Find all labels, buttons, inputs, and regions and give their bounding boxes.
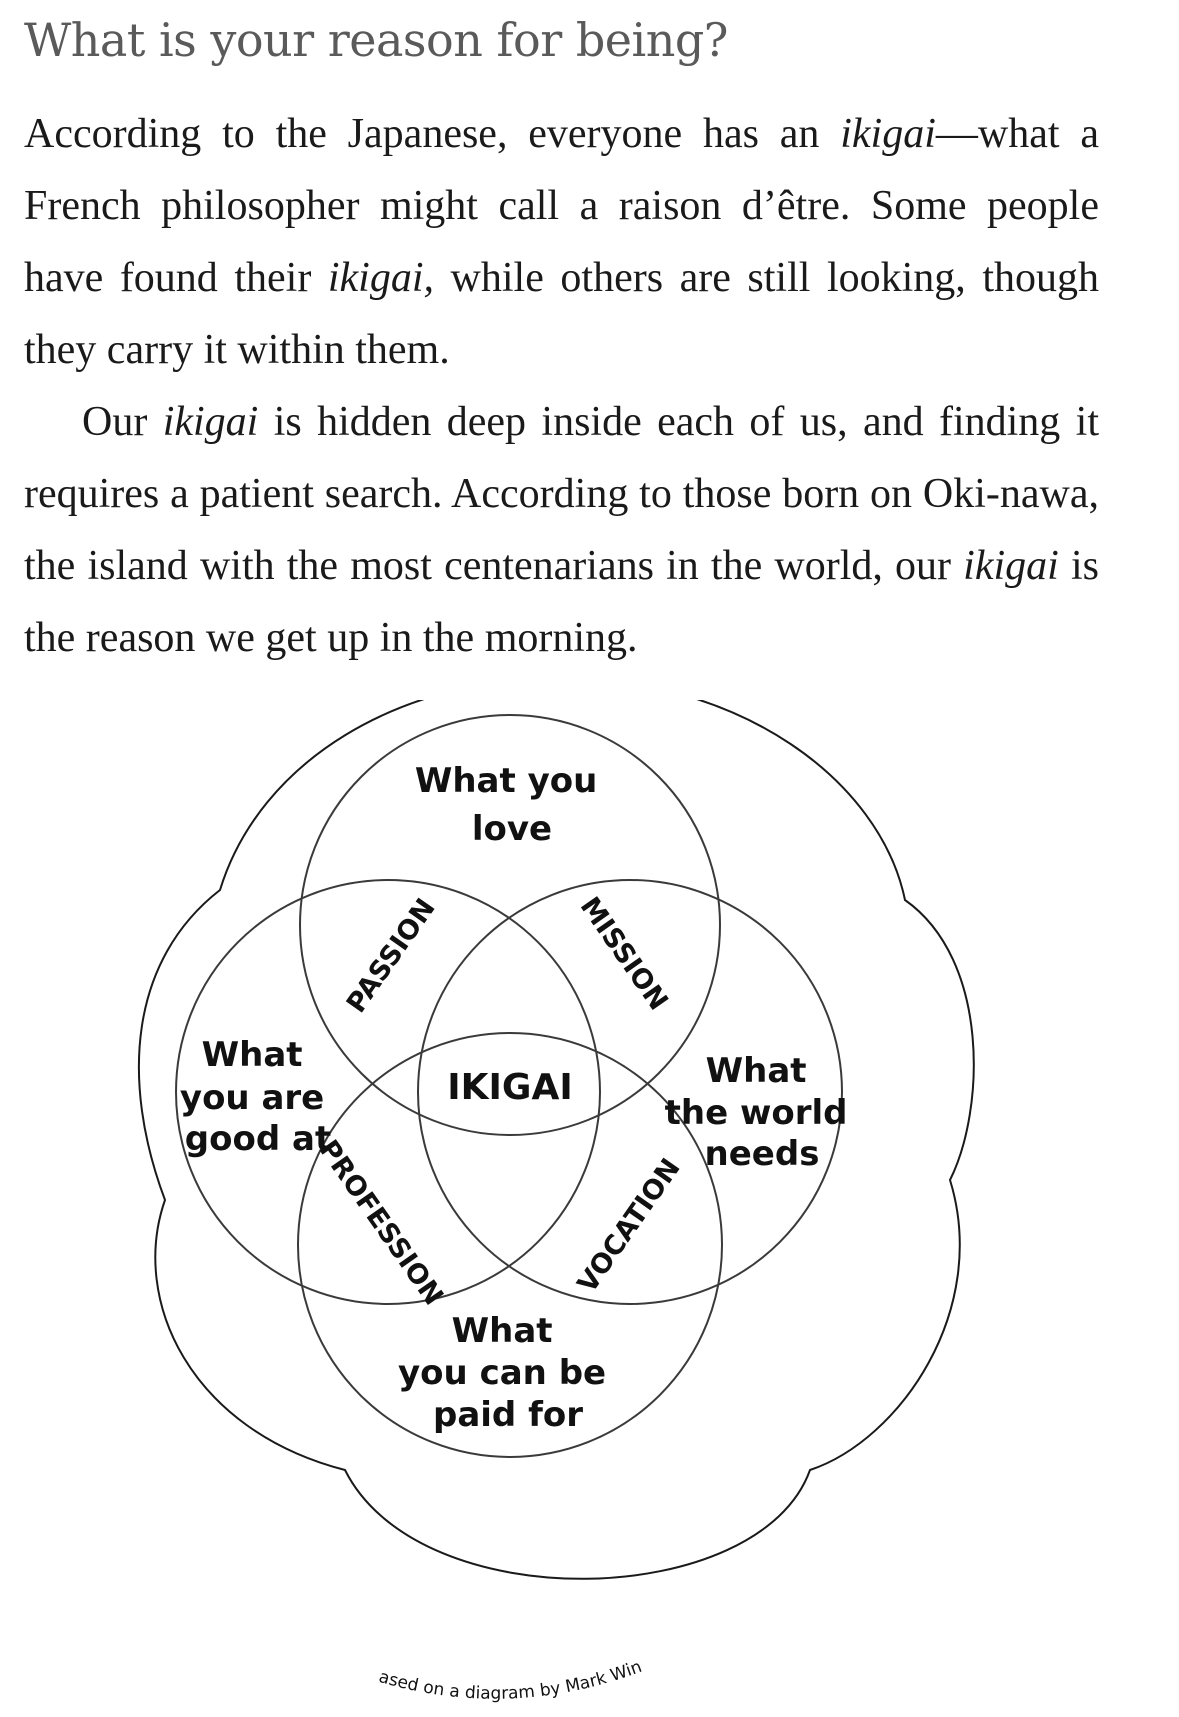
label-mission: MISSION	[574, 892, 674, 1016]
text-run: According to the Japanese, everyone has …	[24, 111, 841, 157]
text-run: is hidden deep inside each of us, and fi…	[24, 399, 1099, 589]
page-heading: What is your reason for being?	[24, 13, 728, 67]
italic-term: ikigai	[162, 399, 259, 445]
label-line: you are	[180, 1078, 324, 1118]
label-line: love	[472, 809, 552, 849]
label-what-you-love: What you love	[415, 761, 609, 849]
text-run: while others are still looking, though t…	[24, 255, 1099, 373]
label-line: What you	[415, 761, 597, 801]
text-run: is the reason we get up in the morning.	[24, 543, 1099, 661]
circle-paid-for	[297, 1032, 723, 1458]
diagram-credit: Based on a diagram by Mark Winn	[0, 700, 645, 1704]
outer-boundary	[138, 700, 975, 1580]
paragraph-okinawa: Our ikigai is hidden deep inside each of…	[24, 386, 1099, 674]
label-line: What	[452, 1311, 553, 1351]
label-line: you can be	[398, 1353, 606, 1393]
label-passion: PASSION	[341, 893, 442, 1018]
circle-good-at	[175, 879, 601, 1305]
label-line: What	[202, 1035, 303, 1075]
italic-term: ikigai,	[327, 255, 435, 301]
label-line: the world	[665, 1093, 848, 1133]
italic-term: ikigai	[840, 111, 936, 157]
paragraph-intro: According to the Japanese, everyone has …	[24, 98, 1099, 386]
circle-what-you-love	[299, 714, 721, 1136]
label-good-at: What you are good at	[180, 1035, 336, 1159]
label-vocation: VOCATION	[572, 1153, 687, 1299]
text-run: —what a French philosopher might call a …	[24, 111, 1099, 301]
label-ikigai: IKIGAI	[447, 1067, 573, 1108]
label-line: What	[706, 1051, 807, 1091]
text-run: Our	[82, 399, 163, 445]
label-line: needs	[705, 1134, 820, 1174]
circle-world-needs	[417, 879, 843, 1305]
label-paid-for: What you can be paid for	[398, 1311, 618, 1435]
ikigai-venn-diagram: What you love What you are good at What …	[0, 700, 975, 1704]
italic-term: ikigai	[963, 543, 1059, 589]
label-world-needs: What the world needs	[665, 1051, 860, 1174]
label-line: good at	[185, 1119, 331, 1159]
label-line: paid for	[433, 1395, 583, 1435]
diagram-credit-path: Based on a diagram by Mark Winn	[0, 700, 645, 1704]
